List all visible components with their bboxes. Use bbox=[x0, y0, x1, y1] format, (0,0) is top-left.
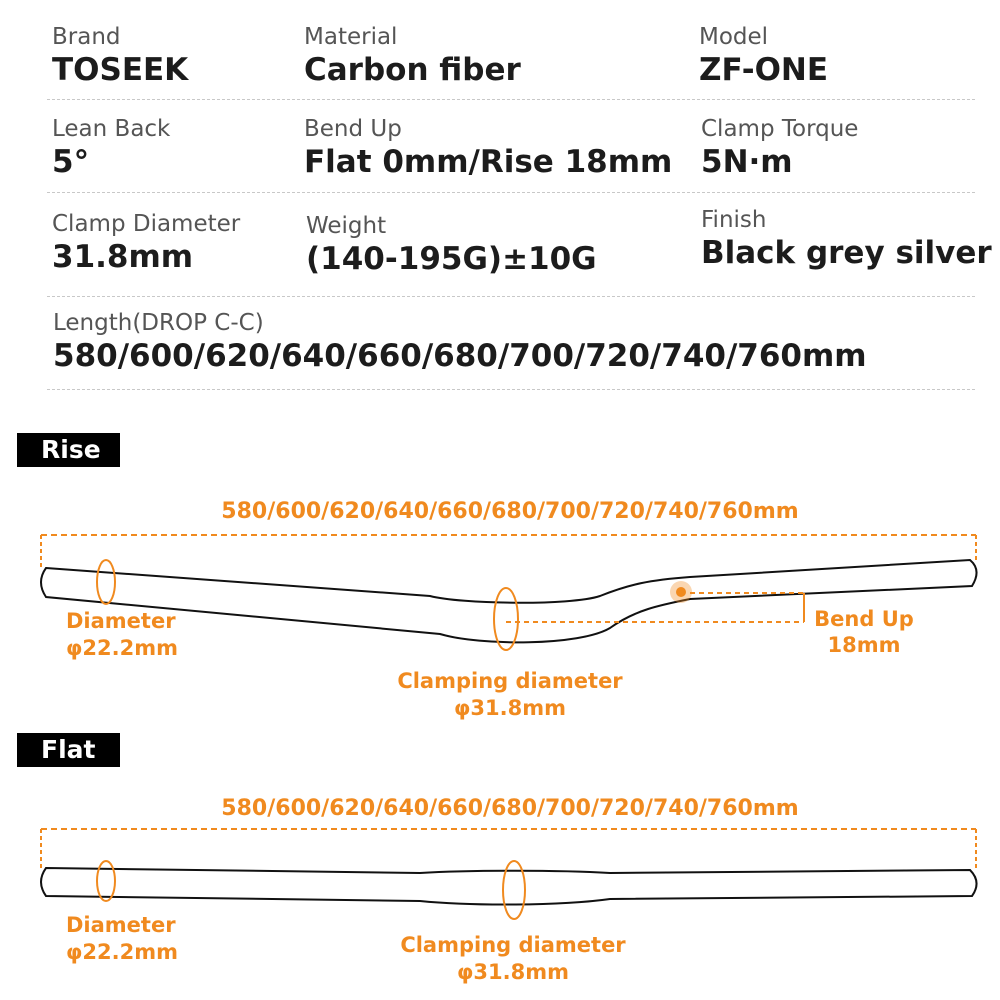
rise-diameter-value: φ22.2mm bbox=[66, 636, 178, 660]
spec-value: 5N·m bbox=[701, 144, 793, 180]
spec-label: Weight bbox=[306, 213, 387, 239]
spec-label: Length(DROP C-C) bbox=[53, 310, 264, 336]
rise-clamping-value: φ31.8mm bbox=[454, 696, 566, 720]
spec-value: TOSEEK bbox=[52, 52, 189, 88]
rise-length-text: 580/600/620/640/660/680/700/720/740/760m… bbox=[221, 499, 798, 524]
rise-handlebar-diagram: 580/600/620/640/660/680/700/720/740/760m… bbox=[40, 499, 978, 720]
spec-bend-up: Bend Up Flat 0mm/Rise 18mm bbox=[304, 115, 672, 181]
flat-clamping-value: φ31.8mm bbox=[457, 960, 569, 984]
flat-length-text: 580/600/620/640/660/680/700/720/740/760m… bbox=[221, 796, 798, 821]
flat-handlebar-diagram: 580/600/620/640/660/680/700/720/740/760m… bbox=[40, 796, 978, 984]
rise-bend-up-dimension bbox=[506, 581, 805, 623]
spec-value: 31.8mm bbox=[52, 239, 194, 275]
flat-tag: Flat bbox=[17, 733, 120, 767]
spec-label: Bend Up bbox=[304, 116, 402, 142]
spec-label: Model bbox=[699, 24, 769, 50]
flat-handlebar-outline bbox=[40, 866, 978, 906]
rise-clamp-diameter-marker bbox=[493, 587, 519, 651]
spec-value: (140-195G)±10G bbox=[306, 241, 597, 277]
spec-value: 580/600/620/640/660/680/700/720/740/760m… bbox=[53, 338, 867, 374]
rise-bend-value: 18mm bbox=[828, 633, 901, 657]
divider bbox=[47, 296, 975, 297]
flat-clamp-diameter-marker bbox=[502, 860, 526, 920]
spec-label: Material bbox=[304, 24, 398, 50]
spec-value: Black grey silver bbox=[701, 235, 992, 271]
rise-diameter-label: Diameter bbox=[66, 609, 176, 633]
spec-lean-back: Lean Back 5° bbox=[52, 115, 170, 181]
spec-label: Lean Back bbox=[52, 116, 171, 142]
spec-value: ZF-ONE bbox=[699, 52, 829, 88]
rise-length-dimension bbox=[40, 534, 977, 568]
flat-length-dimension bbox=[40, 828, 977, 868]
flat-diameter-label: Diameter bbox=[66, 913, 176, 937]
spec-finish: Finish Black grey silver bbox=[701, 206, 992, 272]
rise-bar-diameter-marker bbox=[96, 559, 116, 605]
spec-label: Clamp Torque bbox=[701, 116, 859, 142]
divider bbox=[47, 389, 975, 390]
spec-clamp-diameter: Clamp Diameter 31.8mm bbox=[52, 210, 240, 276]
spec-label: Finish bbox=[701, 207, 767, 233]
rise-tag: Rise bbox=[17, 433, 120, 467]
divider bbox=[47, 192, 975, 193]
divider bbox=[47, 99, 975, 100]
spec-value: Carbon fiber bbox=[304, 52, 521, 88]
spec-clamp-torque: Clamp Torque 5N·m bbox=[701, 115, 858, 181]
flat-bar-diameter-marker bbox=[96, 860, 116, 902]
spec-weight: Weight (140-195G)±10G bbox=[306, 212, 597, 278]
rise-clamping-label: Clamping diameter bbox=[397, 669, 623, 693]
spec-label: Brand bbox=[52, 24, 121, 50]
spec-label: Clamp Diameter bbox=[52, 211, 241, 237]
spec-value: Flat 0mm/Rise 18mm bbox=[304, 144, 673, 180]
spec-length: Length(DROP C-C) 580/600/620/640/660/680… bbox=[53, 309, 867, 375]
flat-diameter-value: φ22.2mm bbox=[66, 940, 178, 964]
rise-handlebar-outline bbox=[40, 558, 978, 644]
spec-model: Model ZF-ONE bbox=[699, 23, 828, 89]
rise-bend-label: Bend Up bbox=[814, 607, 914, 631]
spec-value: 5° bbox=[52, 144, 90, 180]
flat-clamping-label: Clamping diameter bbox=[400, 933, 626, 957]
spec-brand: Brand TOSEEK bbox=[52, 23, 188, 89]
spec-material: Material Carbon fiber bbox=[304, 23, 521, 89]
